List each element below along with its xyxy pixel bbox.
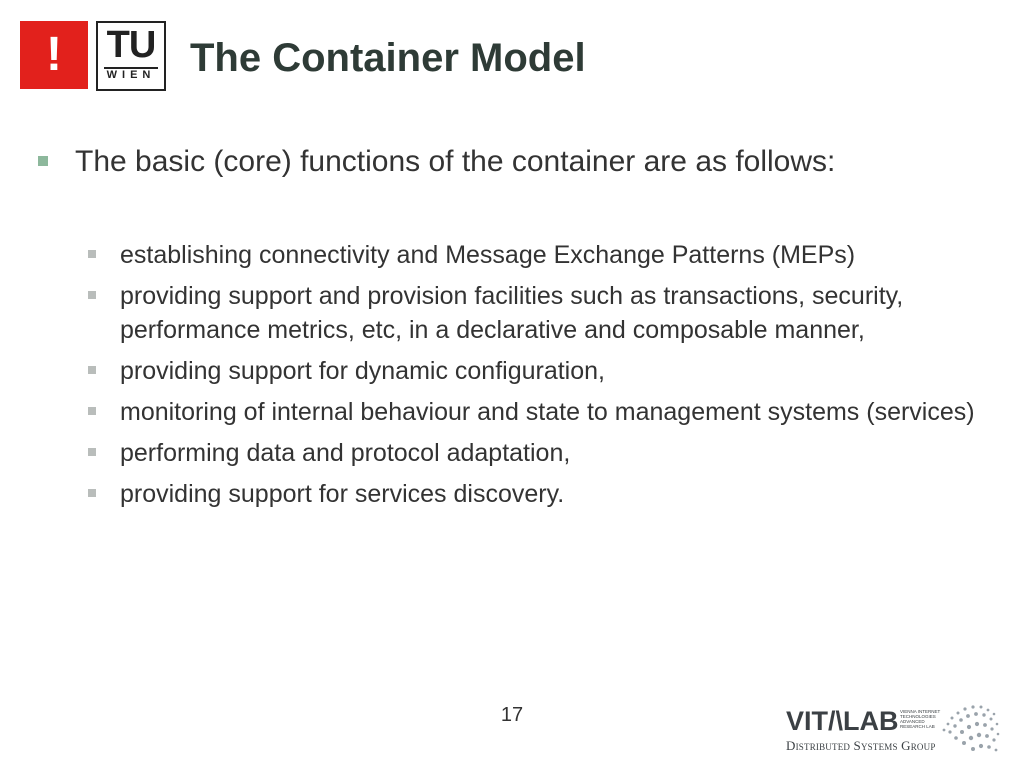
square-bullet-icon <box>88 291 96 299</box>
square-bullet-icon <box>88 407 96 415</box>
main-bullet-text: The basic (core) functions of the contai… <box>75 145 836 178</box>
square-bullet-icon <box>88 489 96 497</box>
square-bullet-icon <box>38 156 48 166</box>
distributed-systems-group-text: Distributed Systems Group <box>786 738 936 753</box>
sub-bullet-item: providing support and provision faciliti… <box>86 279 986 347</box>
tu-wien-logo: TU WIEN <box>96 21 166 91</box>
vitalab-tagline-line: TECHNOLOGIES <box>900 714 936 719</box>
square-bullet-icon <box>88 448 96 456</box>
slide-title: The Container Model <box>190 36 586 80</box>
wien-logo-text: WIEN <box>106 69 156 81</box>
sub-bullet-text: providing support for dynamic configurat… <box>120 357 605 385</box>
page-number: 17 <box>500 704 524 726</box>
dot-swirl-icon <box>942 705 1000 752</box>
sub-bullet-item: performing data and protocol adaptation, <box>86 436 986 470</box>
vitalab-tagline-line: RESEARCH LAB <box>900 724 935 729</box>
sub-bullet-item: establishing connectivity and Message Ex… <box>86 238 986 272</box>
sub-bullet-item: providing support for dynamic configurat… <box>86 354 986 388</box>
vitalab-tagline: VIENNA INTERNET TECHNOLOGIES ADVANCED RE… <box>900 709 944 729</box>
vitalab-tagline-line: VIENNA INTERNET <box>900 709 941 714</box>
square-bullet-icon <box>88 366 96 374</box>
tu-logo-rule <box>104 67 158 69</box>
sub-bullet-list: establishing connectivity and Message Ex… <box>86 238 986 518</box>
vitalab-logo: VIT/\LAB VIENNA INTERNET TECHNOLOGIES AD… <box>786 700 1006 760</box>
sub-bullet-item: providing support for services discovery… <box>86 477 986 511</box>
sub-bullet-text: establishing connectivity and Message Ex… <box>120 241 856 269</box>
sub-bullet-text: performing data and protocol adaptation, <box>120 439 571 467</box>
exclamation-logo: ! <box>20 21 88 89</box>
square-bullet-icon <box>88 250 96 258</box>
sub-bullet-text: providing support and provision faciliti… <box>120 282 904 344</box>
vitalab-tagline-line: ADVANCED <box>900 719 925 724</box>
sub-bullet-text: providing support for services discovery… <box>120 480 565 508</box>
vitalab-wordmark: VIT/\LAB <box>786 706 899 736</box>
tu-logo-text: TU <box>106 24 157 66</box>
sub-bullet-item: monitoring of internal behaviour and sta… <box>86 395 986 429</box>
sub-bullet-text: monitoring of internal behaviour and sta… <box>120 398 975 426</box>
